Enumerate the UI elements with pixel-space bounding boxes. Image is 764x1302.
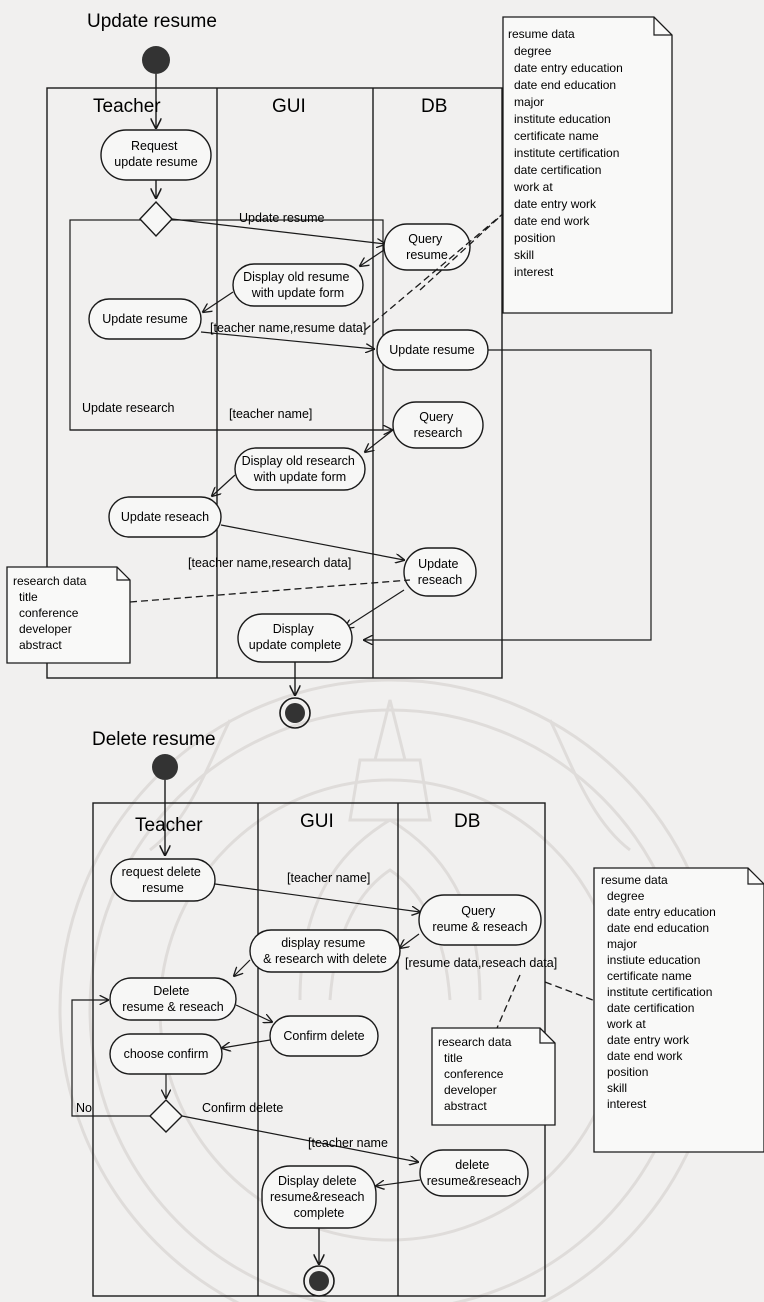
- svg-text:Display old resume with: Display old resume with update form: [243, 270, 353, 300]
- svg-text:Delete resume & reseach: Delete resume & reseach: [122, 984, 223, 1014]
- action-delete-db: [419, 1149, 529, 1197]
- research-data-note: [431, 1027, 556, 1126]
- svg-text:request delete resume: request delete resume: [122, 865, 205, 895]
- guard-confirm-delete: Confirm delete: [202, 1101, 283, 1115]
- research-note-text: research data title conference developer…: [438, 1035, 515, 1113]
- lane-gui: GUI: [300, 811, 334, 832]
- svg-text:Update resume: Update resume: [102, 312, 188, 326]
- action-confirm-delete: [269, 1015, 379, 1057]
- lane-db: DB: [454, 811, 480, 832]
- decision-node: [149, 1099, 183, 1133]
- action-update-resume-teacher: [88, 298, 202, 340]
- action-update-reseach-db: [403, 547, 477, 597]
- guard-teacher-research-data: [teacher name,research data]: [188, 556, 351, 570]
- lane-db: DB: [421, 96, 447, 117]
- svg-text:Update reseach: Update reseach: [418, 557, 463, 587]
- action-update-reseach-teacher: [108, 496, 222, 538]
- lane-teacher: Teacher: [135, 815, 203, 836]
- final-node: [279, 697, 311, 729]
- svg-text:delete resume&reseach: delete resume&reseach: [427, 1158, 522, 1188]
- svg-text:Update reseach: Update reseach: [121, 510, 209, 524]
- guard-update-resume: Update resume: [239, 211, 325, 225]
- guard-teacher-resume-data: [teacher name,resume data]: [210, 321, 366, 335]
- guard-teacher-name-2: [teacher name: [308, 1136, 388, 1150]
- svg-text:Display update complete: Display update complete: [249, 622, 341, 652]
- final-node: [303, 1265, 335, 1297]
- initial-node: [152, 754, 178, 780]
- delete-resume-title: Delete resume: [92, 729, 216, 750]
- research-data-note: [6, 566, 131, 664]
- swimlane-frame: [46, 87, 503, 679]
- guard-resume-research-data: [resume data,reseach data]: [405, 956, 557, 970]
- update-resume-diagram: Update resume Teacher GUI DB Request upd…: [6, 11, 673, 729]
- action-request-delete-resume: [110, 858, 216, 902]
- action-display-old-research: [234, 447, 366, 491]
- action-label: Request update resume: [114, 139, 197, 169]
- action-query-research: [392, 401, 484, 449]
- svg-text:Confirm delete: Confirm delete: [283, 1029, 364, 1043]
- lane-gui: GUI: [272, 96, 306, 117]
- resume-note-text: resume data degree date entry education …: [508, 27, 626, 279]
- delete-resume-diagram: Delete resume Teacher GUI DB request del…: [71, 729, 764, 1297]
- action-query-resume-research: [418, 894, 542, 946]
- svg-text:Update resume: Update resume: [389, 343, 475, 357]
- lane-teacher: Teacher: [93, 96, 161, 117]
- action-display-old-resume: [232, 263, 364, 307]
- resume-data-note: [502, 16, 673, 314]
- update-resume-title: Update resume: [87, 11, 217, 32]
- decision-node: [139, 200, 173, 238]
- action-query-resume: [383, 223, 471, 271]
- resume-data-note: [593, 867, 764, 1153]
- resume-note-text: resume data degree date entry education …: [601, 873, 719, 1111]
- initial-node: [142, 46, 170, 74]
- guard-no: No: [76, 1101, 92, 1115]
- guard-teacher-name: [teacher name]: [287, 871, 370, 885]
- svg-text:Query reume & reseach: Query reume & reseach: [432, 904, 527, 934]
- svg-text:Display delete resume&re: Display delete resume&reseach complete: [270, 1174, 368, 1220]
- action-delete-resume-research: [109, 977, 237, 1021]
- svg-text:Display old research wit: Display old research with update form: [242, 454, 359, 484]
- svg-text:choose confirm: choose confirm: [124, 1047, 209, 1061]
- guard-teacher-name: [teacher name]: [229, 407, 312, 421]
- svg-text:display resume & researc: display resume & research with delete: [263, 936, 387, 966]
- svg-text:Query research: Query research: [414, 410, 463, 440]
- action-display-resume-research: [249, 929, 401, 973]
- research-note-text: research data title conference developer…: [13, 574, 90, 652]
- svg-text:Query resume: Query resume: [406, 232, 448, 262]
- guard-update-research: Update research: [82, 401, 174, 415]
